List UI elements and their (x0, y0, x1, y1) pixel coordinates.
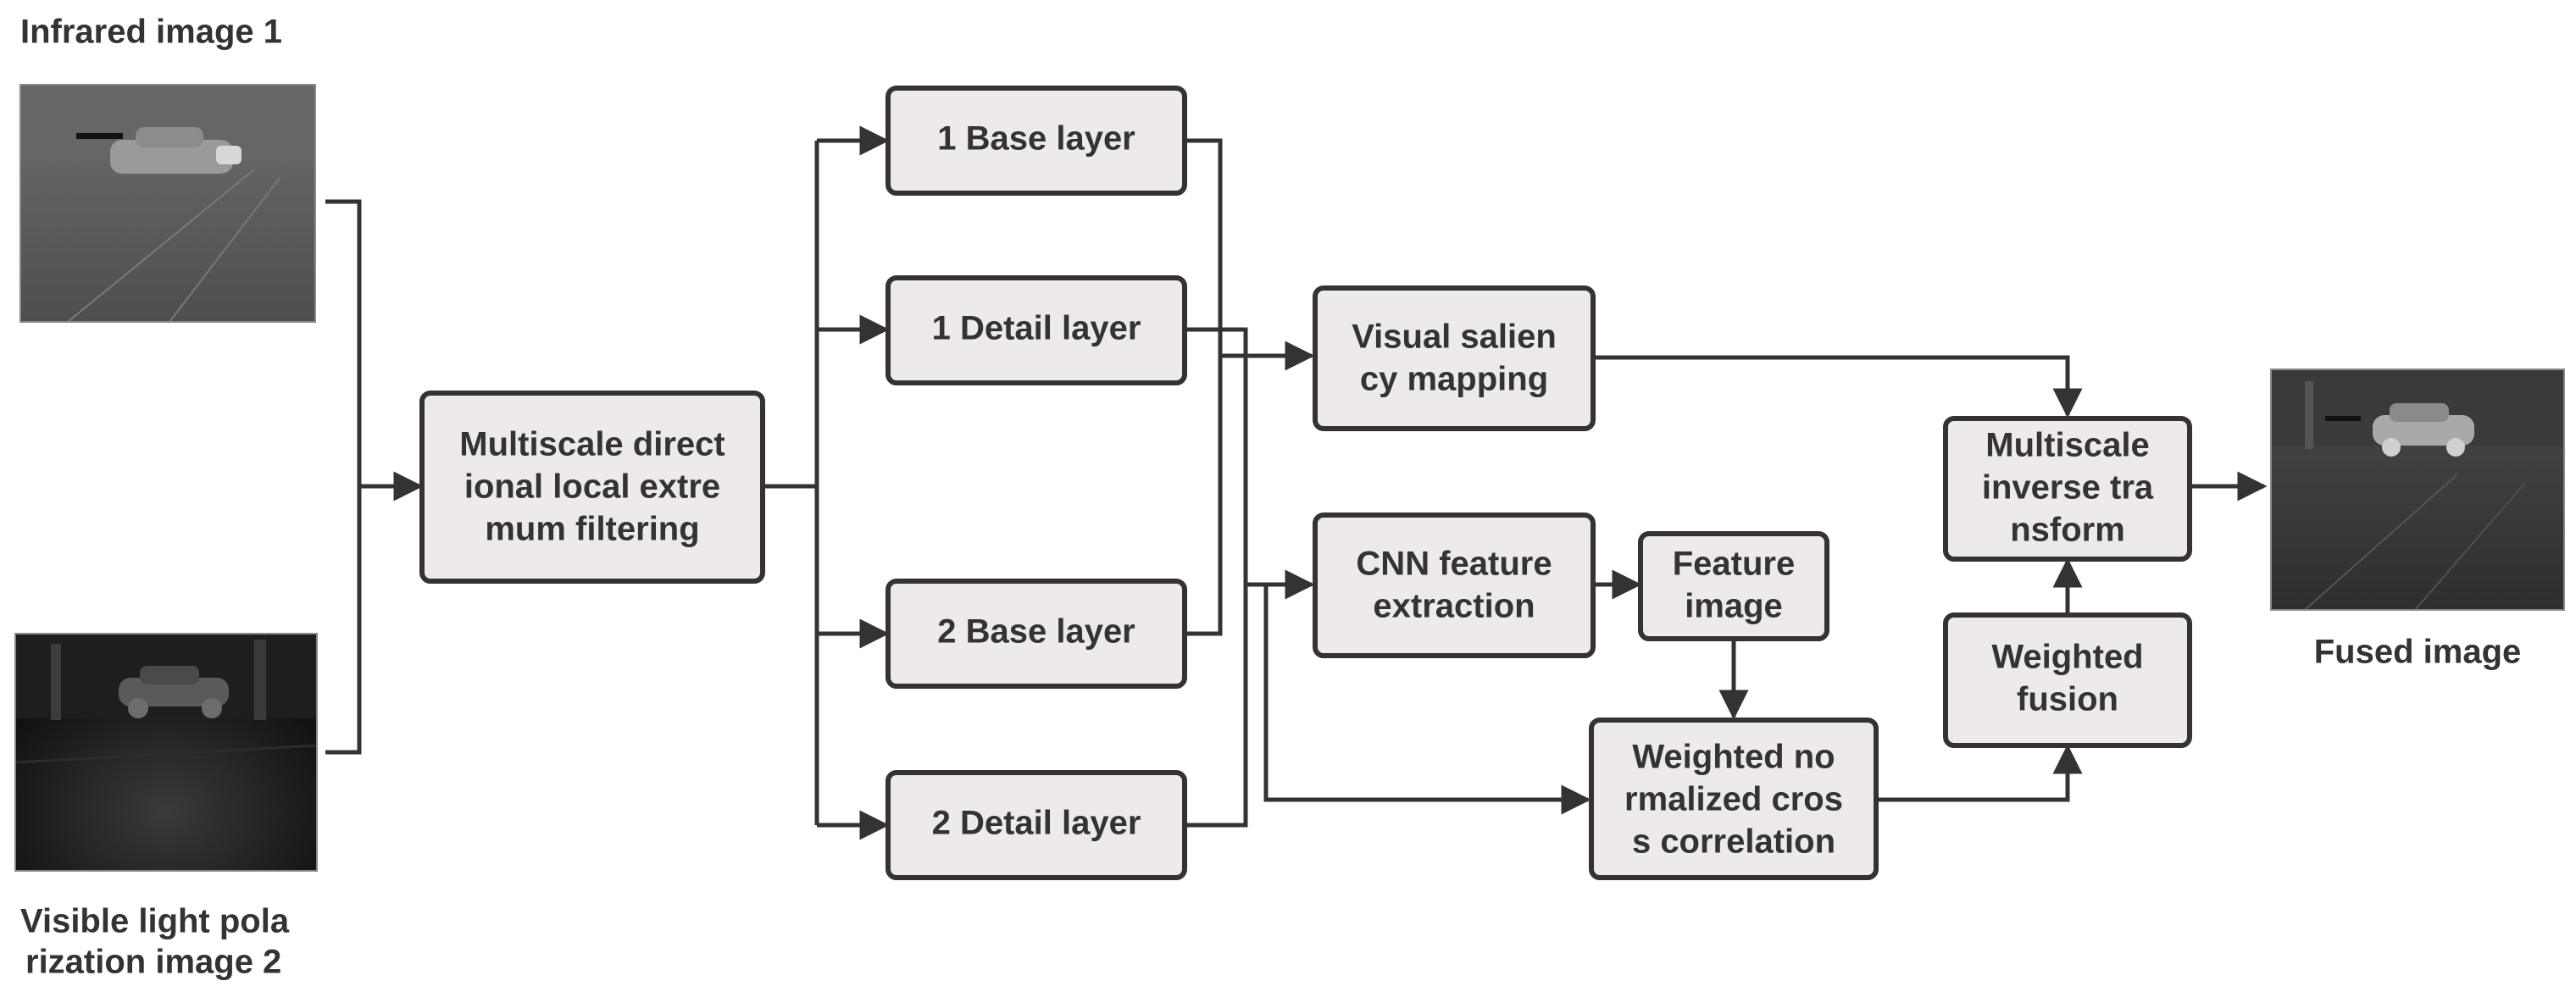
edge-base1-to-vsm (1185, 138, 1315, 371)
node-mdlef: Multiscale direct ional local extre mum … (419, 391, 765, 584)
node-visual-saliency-line2: cy mapping (1360, 361, 1548, 398)
node-visual-saliency: Visual salien cy mapping (1313, 285, 1596, 431)
visible-polarization-image (14, 633, 318, 872)
node-weighted-fusion-line2: fusion (2017, 681, 2118, 718)
node-wncc: Weighted no rmalized cros s correlation (1589, 718, 1879, 880)
node-multiscale-inverse: Multiscale inverse tra nsform (1943, 416, 2192, 562)
infrared-image-caption: Infrared image 1 (20, 14, 282, 51)
node-multiscale-inverse-line2: inverse tra (1982, 469, 2154, 507)
node-detail1: 1 Detail layer (886, 275, 1187, 385)
node-cnn-feature: CNN feature extraction (1313, 513, 1596, 658)
node-detail2-label: 2 Detail layer (932, 805, 1141, 842)
node-base2-label: 2 Base layer (937, 613, 1135, 651)
node-visual-saliency-line1: Visual salien (1352, 319, 1557, 356)
visible-image-caption-line2: rization image 2 (25, 944, 281, 981)
node-mdlef-line3: mum filtering (485, 511, 699, 548)
edge-visible-merge (325, 486, 362, 755)
node-base2: 2 Base layer (886, 579, 1187, 689)
fused-image-caption: Fused image (2314, 634, 2522, 671)
node-base1: 1 Base layer (886, 86, 1187, 196)
connector-edges (325, 125, 2268, 840)
node-detail2: 2 Detail layer (886, 770, 1187, 880)
node-weighted-fusion: Weighted fusion (1943, 612, 2192, 748)
node-multiscale-inverse-line3: nsform (2010, 512, 2125, 549)
node-feature-image-line1: Feature (1673, 546, 1796, 583)
node-mdlef-line2: ional local extre (464, 468, 720, 506)
node-wncc-line1: Weighted no (1632, 739, 1835, 776)
edge-vsm-to-mit (1595, 355, 2083, 418)
edge-to-wncc (1263, 585, 1591, 815)
node-weighted-fusion-line1: Weighted (1991, 639, 2143, 676)
visible-image-caption-line1: Visible light pola (20, 903, 290, 940)
node-feature-image: Feature image (1638, 531, 1829, 641)
edge-base2-to-vsm (1185, 356, 1223, 636)
node-wncc-line2: rmalized cros (1624, 781, 1843, 818)
node-base1-label: 1 Base layer (937, 120, 1135, 158)
node-detail1-label: 1 Detail layer (932, 310, 1141, 347)
node-mdlef-line1: Multiscale direct (459, 426, 724, 463)
node-wncc-line3: s correlation (1632, 823, 1835, 861)
node-cnn-feature-line1: CNN feature (1356, 546, 1552, 583)
node-feature-image-line2: image (1685, 588, 1783, 625)
edge-infrared-merge (325, 199, 362, 486)
node-multiscale-inverse-line1: Multiscale (1985, 427, 2149, 464)
edge-wncc-to-wfusion (1878, 744, 2083, 802)
infrared-image (19, 84, 316, 323)
edge-detail2-to-cnn (1185, 585, 1248, 828)
node-cnn-feature-line2: extraction (1373, 588, 1535, 625)
fused-image (2270, 369, 2565, 611)
edge-detail1-to-cnn (1185, 327, 1315, 600)
